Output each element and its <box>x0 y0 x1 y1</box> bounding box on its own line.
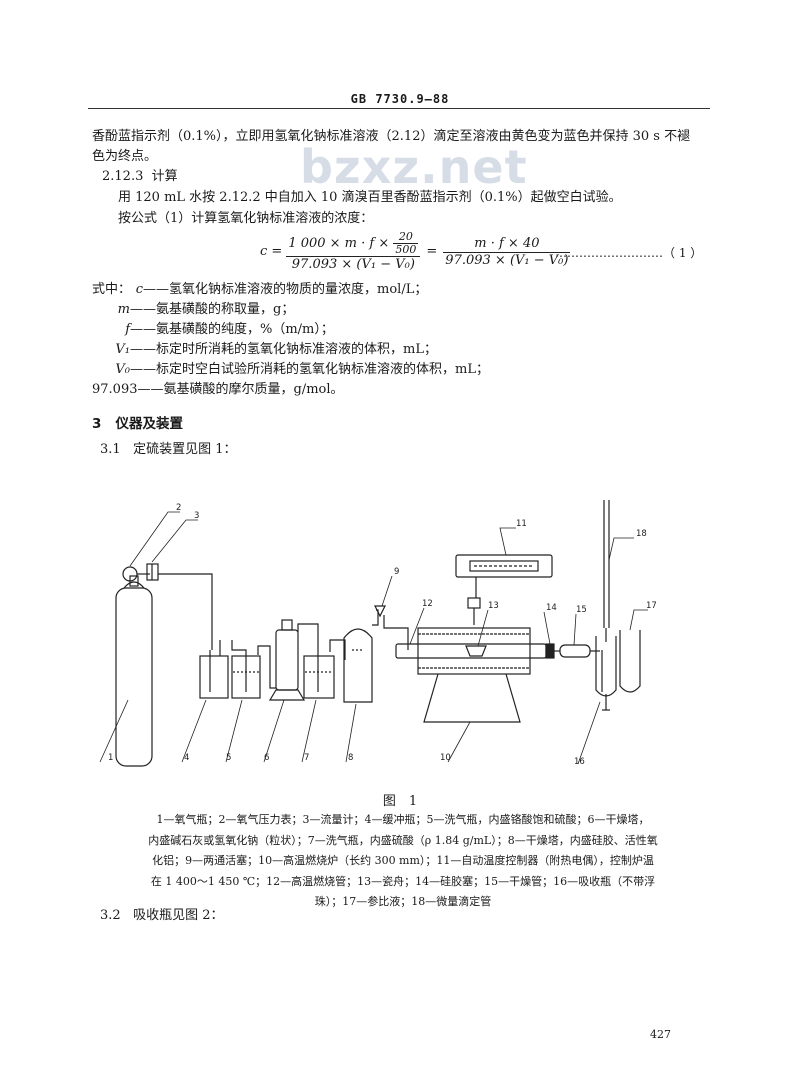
section-3-heading: 3 仪器及装置 <box>92 416 184 432</box>
temperature-controller <box>455 554 553 625</box>
tube-valve-to-furnace <box>383 615 409 650</box>
body-line-3: 用 120 mL 水按 2.12.2 中自加入 10 滴溴百里香酚蓝指示剂（0.… <box>118 190 622 205</box>
part-label-16: 16 <box>574 757 585 767</box>
formula-equals: = <box>426 244 438 259</box>
tube-wash-to-dryer <box>329 639 346 660</box>
drying-tower-silica <box>343 628 373 703</box>
tube-tower-to-wash <box>297 623 319 652</box>
formula-numerator-1: 1 000 × m · f × 20 500 <box>286 230 421 257</box>
porcelain-boat <box>465 645 487 657</box>
section-2-12-3-heading: 2.12.3 计算 <box>102 167 178 187</box>
part-label-12: 12 <box>422 599 433 609</box>
caption-line: 在 1 400～1 450 ℃；12—高温燃烧管；13—瓷舟；14—硅胶塞；15… <box>150 874 656 888</box>
oxygen-cylinder <box>115 575 153 767</box>
part-label-7: 7 <box>304 753 309 763</box>
section-3-1: 3.1 定硫装置见图 1： <box>100 442 237 457</box>
definition-item-f: f——氨基磺酸的纯度，%（m/m）； <box>125 322 334 337</box>
part-label-6: 6 <box>264 753 269 763</box>
pressure-gauge <box>122 566 150 582</box>
flow-meter <box>146 563 159 581</box>
tube-cylinder-to-buffer <box>158 573 213 650</box>
formula-fraction-2: m · f × 40 97.093 × (V₁ − V₀) <box>443 236 571 269</box>
part-label-5: 5 <box>226 753 231 763</box>
caption-line: 内盛碱石灰或氢氧化钠（粒状）；7—洗气瓶，内盛硫酸（ρ 1.84 g/mL）；8… <box>148 833 658 847</box>
part-label-14: 14 <box>546 603 557 613</box>
section-title: 计算 <box>151 169 178 184</box>
part-label-11: 11 <box>516 519 527 529</box>
formula-denominator-2: 97.093 × (V₁ − V₀) <box>445 252 569 268</box>
caption-line: 珠）；17—参比液；18—微量滴定管 <box>314 895 492 908</box>
section-number: 2.12.3 <box>102 169 144 184</box>
part-label-17: 17 <box>646 601 657 611</box>
formula-fraction-1: 1 000 × m · f × 20 500 97.093 × (V₁ − V₀… <box>286 230 421 273</box>
caption-line: 1—氧气瓶；2—氧气压力表；3—流量计；4—缓冲瓶；5—洗气瓶，内盛铬酸饱和硫酸… <box>156 813 650 826</box>
absorption-bottle <box>595 636 617 711</box>
standard-code-header: GB 7730.9—88 <box>350 92 450 106</box>
part-labels: 1 2 3 4 5 6 7 8 9 10 11 12 13 14 15 16 1… <box>108 503 657 767</box>
part-label-3: 3 <box>194 511 199 521</box>
high-temperature-furnace <box>417 627 531 723</box>
formula-inner-fraction: 20 500 <box>393 230 419 256</box>
watermark: bzxz.net <box>300 140 528 194</box>
two-way-valve <box>374 605 386 618</box>
formula-1: c = 1 000 × m · f × 20 500 97.093 × (V₁ … <box>260 230 571 273</box>
caption-line: 化铝；9—两通活塞；10—高温燃烧炉（长约 300 mm）；11—自动温度控制器… <box>152 854 654 867</box>
part-label-8: 8 <box>348 753 353 763</box>
formula-denominator-1: 97.093 × (V₁ − V₀) <box>291 257 415 272</box>
part-label-9: 9 <box>394 567 399 577</box>
wash-bottle-chromic <box>231 655 261 699</box>
part-label-13: 13 <box>488 601 499 611</box>
part-label-18: 18 <box>636 529 647 539</box>
definition-item-molar-mass: 97.093——氨基磺酸的摩尔质量，g/mol。 <box>92 382 344 397</box>
part-label-1: 1 <box>108 753 113 763</box>
definition-item-v1: V₁——标定时所消耗的氢氧化钠标准溶液的体积，mL； <box>115 342 437 357</box>
part-label-4: 4 <box>184 753 189 763</box>
page-number: 427 <box>650 1028 671 1041</box>
tube-dryer-to-valve <box>372 609 379 626</box>
reference-solution <box>619 630 641 693</box>
tube-buffer-to-wash <box>219 640 247 656</box>
header-rule <box>88 108 710 109</box>
silicone-stopper <box>545 643 555 659</box>
buffer-bottle <box>199 650 229 699</box>
tube-wash-to-tower <box>257 645 276 689</box>
formula-numerator-2: m · f × 40 <box>443 236 571 253</box>
figure-title: 图 1 <box>382 794 418 809</box>
formula-number: ………………………（ 1 ） <box>555 246 703 260</box>
leader-lines <box>99 511 648 765</box>
drying-tower-soda-lime <box>268 619 306 701</box>
part-label-15: 15 <box>576 605 587 615</box>
part-label-2: 2 <box>176 503 181 513</box>
part-label-10: 10 <box>440 753 451 763</box>
body-line-1: 香酚蓝指示剂（0.1%），立即用氢氧化钠标准溶液（2.12）滴定至溶液由黄色变为… <box>92 129 691 144</box>
formula-lhs: c = <box>260 244 283 259</box>
wash-bottle-sulfuric <box>303 652 335 699</box>
figure-caption: 1—氧气瓶；2—氧气压力表；3—流量计；4—缓冲瓶；5—洗气瓶，内盛铬酸饱和硫酸… <box>118 810 688 913</box>
body-line-4: 按公式（1）计算氢氧化钠标准溶液的浓度： <box>118 211 374 226</box>
body-line-2: 色为终点。 <box>92 149 158 164</box>
section-3-2: 3.2 吸收瓶见图 2： <box>100 908 224 923</box>
definition-item-v0: V₀——标定时空白试验所消耗的氢氧化钠标准溶液的体积，mL； <box>115 362 489 377</box>
drying-tube <box>554 644 600 658</box>
definition-intro: 式中：c——氢氧化钠标准溶液的物质的量浓度，mol/L； <box>92 282 428 297</box>
definition-item-m: m——氨基磺酸的称取量，g； <box>117 302 295 317</box>
micro-burette <box>603 500 610 642</box>
